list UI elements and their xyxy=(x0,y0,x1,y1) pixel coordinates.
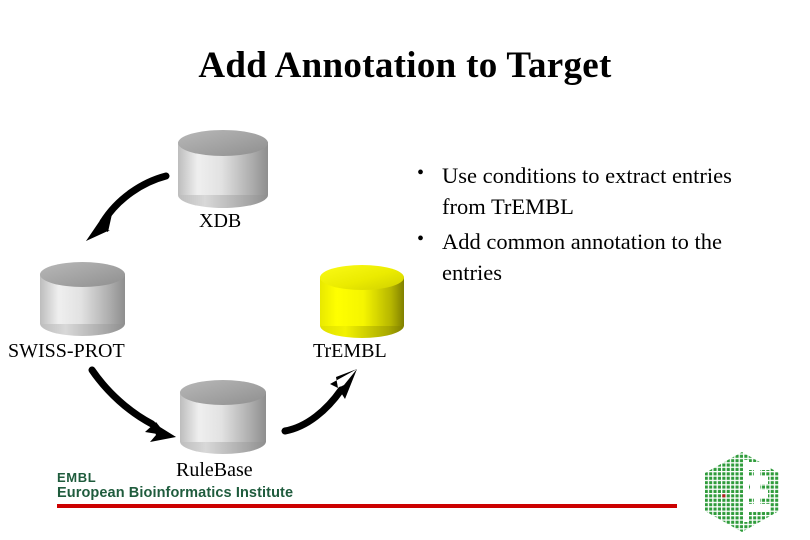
bullet-marker-icon: • xyxy=(417,228,425,251)
database-cylinder-trembl xyxy=(320,265,404,339)
database-cylinder-swissprot xyxy=(40,262,125,338)
list-item: • Add common annotation to the entries xyxy=(408,226,738,288)
label-xdb: XDB xyxy=(199,210,242,232)
database-cylinder-xdb xyxy=(178,130,268,210)
embl-name: EMBL xyxy=(57,470,97,485)
cylinder-top xyxy=(178,130,268,156)
bullet-text: Use conditions to extract entries from T… xyxy=(442,163,732,220)
ebi-hexagon-logo xyxy=(705,452,779,532)
cylinder-top xyxy=(180,380,266,405)
logo-dot-grid xyxy=(705,452,779,532)
cylinder-top xyxy=(40,262,125,287)
ebi-name: European Bioinformatics Institute xyxy=(57,485,294,502)
database-cylinder-rulebase xyxy=(180,380,266,456)
label-rulebase: RuleBase xyxy=(176,459,253,481)
cylinder-top xyxy=(320,265,404,290)
list-item: • Use conditions to extract entries from… xyxy=(408,160,738,222)
arrow-rulebase-to-trembl xyxy=(281,369,357,435)
label-trembl: TrEMBL xyxy=(313,340,387,362)
embl-wordmark: EMBL European Bioinformatics Institute xyxy=(57,470,293,502)
page-title: Add Annotation to Target xyxy=(198,45,612,86)
arrow-swissprot-to-rulebase xyxy=(88,366,176,442)
label-swissprot: SWISS-PROT xyxy=(8,340,125,362)
bullet-list: • Use conditions to extract entries from… xyxy=(408,160,738,292)
footer-divider xyxy=(57,504,677,508)
bullet-marker-icon: • xyxy=(417,162,425,184)
bullet-text: Add common annotation to the entries xyxy=(442,229,722,286)
arrow-xdb-to-swissprot xyxy=(86,172,170,241)
logo-accent-dot xyxy=(722,494,726,498)
